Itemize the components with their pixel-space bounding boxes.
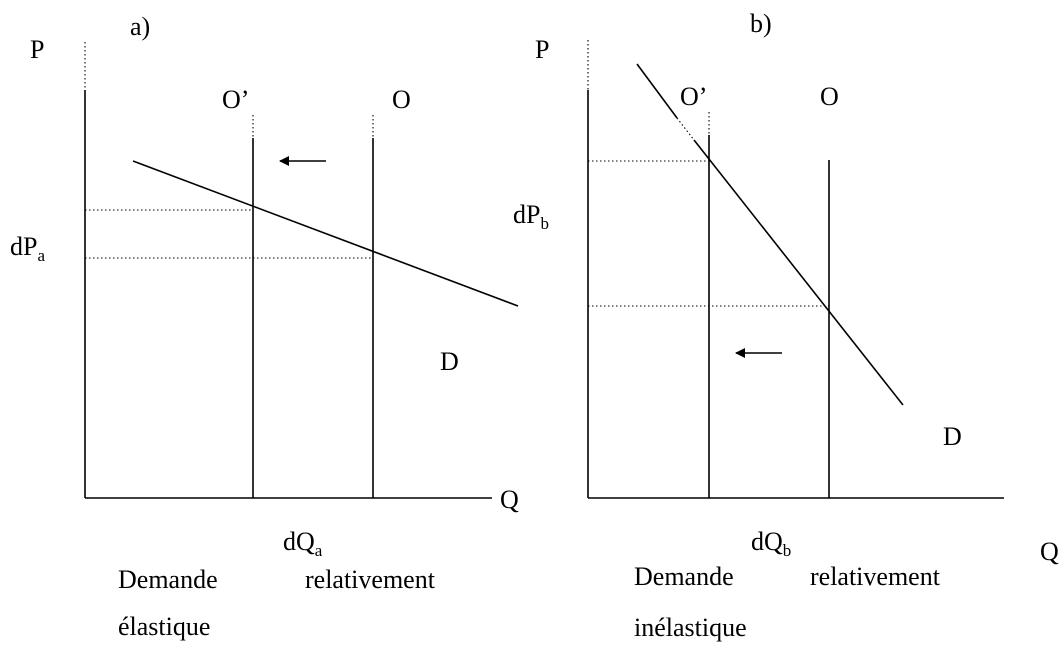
panel-b-caption-line2: inélastique [634,613,747,642]
panel-b-p-label: P [535,35,549,64]
panel-b-demand-label: D [943,422,962,451]
panel-a-caption-word2: relativement [305,565,436,594]
panel-b-demand-line [693,139,904,406]
panel-a-supply-shifted-label: O’ [222,85,249,114]
panel-b-supply-shifted-label: O’ [680,82,707,111]
panel-b-dq-label: dQb [751,527,791,560]
panel-a-q-label: Q [500,485,519,514]
panel-b-dp-label: dPb [513,200,549,233]
panel-a-demand-line [132,160,519,307]
panel-a-title: a) [130,12,150,41]
panel-a-supply-label: O [392,85,411,114]
panel-a-p-label: P [30,35,44,64]
panel-a-caption-word1: Demande [118,565,218,594]
panel-b-q-label: Q [1040,537,1059,566]
panel-a-caption-line2: élastique [118,612,210,641]
panel-a-demand-label: D [440,347,459,376]
panel-b-supply-label: O [820,82,839,111]
panel-a: a) P Q O’ O D dPa dQa Demande relativeme… [10,12,519,641]
panel-b-caption-word1: Demande [634,562,734,591]
panel-b-title: b) [750,9,772,38]
panel-b: b) P Q O’ O D dPb dQb Demande relativeme… [513,9,1059,642]
panel-a-dq-label: dQa [283,527,323,560]
panel-b-demand-line-top [636,63,678,119]
panel-b-demand-line-dotted [676,117,695,141]
panel-a-dp-label: dPa [10,232,45,265]
panel-b-caption-word2: relativement [810,562,941,591]
